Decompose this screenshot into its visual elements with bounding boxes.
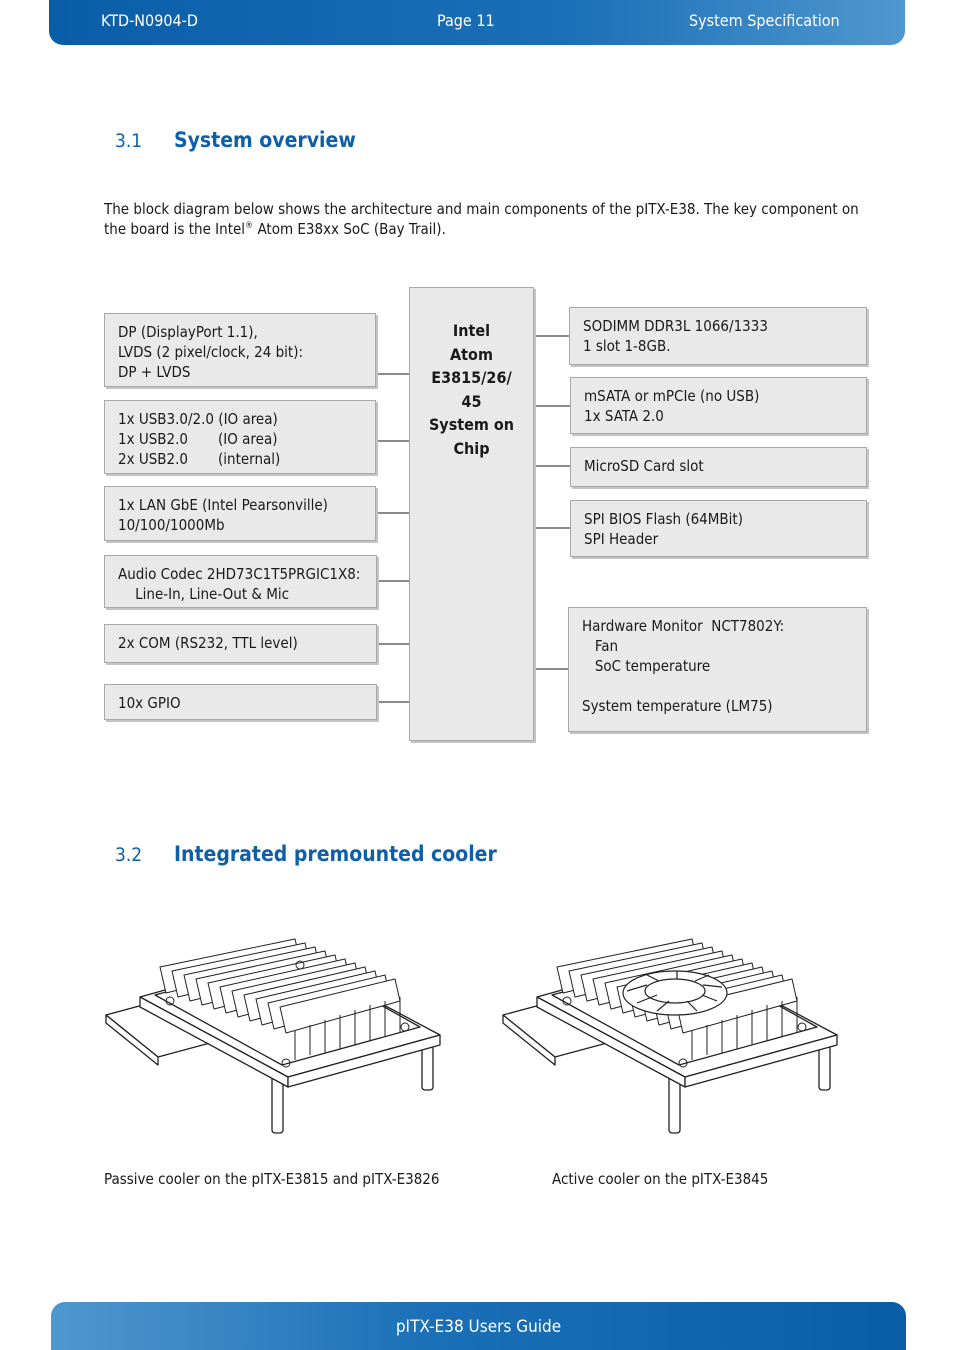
intro-text: The block diagram below shows the archit… xyxy=(104,200,859,238)
connector-line xyxy=(535,335,570,337)
block-microsd: MicroSD Card slot xyxy=(570,447,867,487)
intro-paragraph: The block diagram below shows the archit… xyxy=(104,199,864,239)
connector-line xyxy=(535,465,570,467)
soc-label-line: 45 xyxy=(461,391,482,411)
page-header: KTD-N0904-D Page 11 System Specification xyxy=(49,0,905,45)
soc-label-line: Atom xyxy=(450,344,493,364)
active-cooler-caption: Active cooler on the pITX-E3845 xyxy=(552,1170,769,1188)
soc-label-line: Chip xyxy=(453,438,490,458)
connector-line xyxy=(377,580,409,582)
doc-id: KTD-N0904-D xyxy=(101,11,198,30)
block-display: DP (DisplayPort 1.1), LVDS (2 pixel/cloc… xyxy=(104,313,376,387)
passive-cooler-image xyxy=(105,938,441,1134)
intro-text-end: Atom E38xx SoC (Bay Trail). xyxy=(253,220,446,238)
soc-label-line: Intel xyxy=(452,321,491,340)
connector-line xyxy=(535,668,569,670)
passive-cooler-caption: Passive cooler on the pITX-E3815 and pIT… xyxy=(104,1170,440,1188)
connector-line xyxy=(377,701,409,703)
section-number: 3.1 xyxy=(115,130,143,152)
connector-line xyxy=(377,643,409,645)
block-hw-monitor: Hardware Monitor NCT7802Y: Fan SoC tempe… xyxy=(568,607,867,732)
soc-block: Intel Atom E3815/26/ 45 System on Chip xyxy=(409,287,534,741)
block-com: 2x COM (RS232, TTL level) xyxy=(104,624,377,663)
section-title: Integrated premounted cooler xyxy=(174,842,497,866)
section-number: 3.2 xyxy=(115,844,143,866)
block-audio: Audio Codec 2HD73C1T5PRGIC1X8: Line-In, … xyxy=(104,555,377,608)
footer-title: pITX-E38 Users Guide xyxy=(395,1317,562,1337)
soc-label-line: E3815/26/ xyxy=(431,368,512,387)
connector-line xyxy=(535,527,570,529)
section-name: System Specification xyxy=(689,11,840,30)
block-usb: 1x USB3.0/2.0 (IO area) 1x USB2.0 (IO ar… xyxy=(104,400,376,474)
section-title: System overview xyxy=(174,128,356,152)
page-footer: pITX-E38 Users Guide xyxy=(51,1302,906,1350)
page-number: Page 11 xyxy=(437,11,495,30)
block-lan: 1x LAN GbE (Intel Pearsonville) 10/100/1… xyxy=(104,486,376,541)
block-storage: mSATA or mPCIe (no USB) 1x SATA 2.0 xyxy=(570,377,867,434)
active-cooler-image xyxy=(502,938,838,1134)
block-gpio: 10x GPIO xyxy=(104,684,377,720)
block-spi: SPI BIOS Flash (64MBit) SPI Header xyxy=(570,500,867,557)
registered-mark: ® xyxy=(245,221,254,231)
block-memory: SODIMM DDR3L 1066/1333 1 slot 1-8GB. xyxy=(569,307,867,365)
connector-line xyxy=(535,405,570,407)
connector-line xyxy=(376,440,409,442)
connector-line xyxy=(376,373,409,375)
soc-label-line: System on xyxy=(428,415,515,434)
connector-line xyxy=(376,512,409,514)
